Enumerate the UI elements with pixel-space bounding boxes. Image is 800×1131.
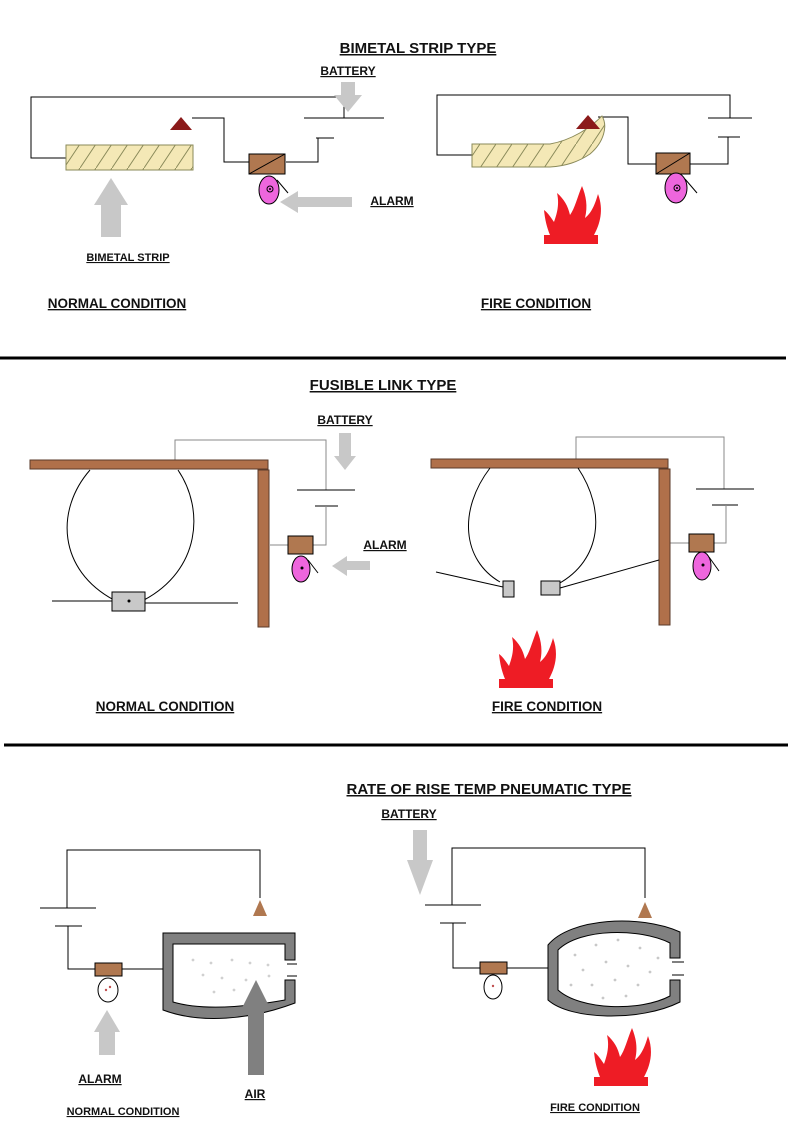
bell-hammer [708, 556, 720, 572]
alarm-arrow-icon [280, 191, 352, 213]
wire [436, 94, 731, 156]
wire [286, 138, 319, 163]
contact-triangle [170, 117, 192, 130]
spring-left [66, 469, 115, 601]
broken-link-right [540, 580, 561, 596]
bimetal-strip-label: BIMETAL STRIP [86, 252, 169, 264]
wire [559, 559, 660, 589]
bimetal-alarm-label: ALARM [370, 194, 413, 208]
relay-box [287, 535, 314, 555]
flame-icon [499, 630, 556, 688]
air-particles [569, 938, 660, 1000]
ceiling-beam [29, 459, 269, 470]
bell-hammer [684, 178, 698, 194]
spring-right [143, 469, 195, 601]
air-arrow-icon [242, 980, 270, 1075]
wire [435, 571, 504, 588]
relay-diagonal [248, 153, 286, 175]
alarm-arrow-icon [94, 1010, 120, 1055]
wire [192, 117, 249, 163]
contact-triangle [253, 900, 267, 916]
flame-icon [594, 1028, 651, 1086]
pneumatic-normal-label: NORMAL CONDITION [67, 1106, 180, 1118]
wire [713, 505, 727, 544]
bimetal-fire-circuit [436, 94, 752, 244]
bimetal-fire-label: FIRE CONDITION [481, 296, 591, 311]
spring-left [468, 467, 501, 583]
bell-clapper [266, 185, 274, 193]
spring-right [557, 467, 597, 585]
battery-arrow-icon [407, 830, 433, 895]
air-chamber [162, 932, 296, 1019]
wire [174, 439, 327, 490]
battery-arrow-icon [334, 82, 362, 112]
contact-triangle [576, 115, 600, 129]
fusible-normal-assembly [29, 433, 370, 628]
bell-hammer [276, 179, 289, 194]
bimetal-strip-hatch [66, 145, 193, 170]
fusible-normal-label: NORMAL CONDITION [96, 699, 235, 714]
wire [690, 137, 729, 165]
wire [598, 116, 656, 165]
pneumatic-fire-assembly [407, 830, 684, 1086]
fusible-fire-label: FIRE CONDITION [492, 699, 602, 714]
wall-beam [658, 468, 671, 626]
wall-beam [257, 469, 270, 628]
bimetal-normal-circuit [30, 82, 384, 237]
pneumatic-battery-label: BATTERY [381, 807, 436, 821]
wire [451, 847, 646, 905]
pneumatic-normal-assembly [40, 849, 297, 1075]
strip-arrow-icon [94, 178, 128, 237]
expanded-air-chamber [547, 920, 681, 1017]
relay-box [688, 533, 715, 553]
pneumatic-fire-label: FIRE CONDITION [550, 1102, 640, 1114]
broken-link-left [502, 580, 515, 598]
contact-triangle [638, 902, 652, 918]
bell-hammer [307, 559, 319, 574]
fusible-title: FUSIBLE LINK TYPE [310, 377, 457, 394]
fusible-fire-assembly [430, 436, 754, 688]
bimetal-normal-label: NORMAL CONDITION [48, 296, 187, 311]
relay-box [94, 962, 123, 977]
pneumatic-air-label: AIR [245, 1087, 266, 1101]
relay-diagonal [655, 152, 691, 175]
bimetal-title: BIMETAL STRIP TYPE [340, 40, 497, 57]
flame-icon [544, 186, 601, 244]
alarm-arrow-icon [332, 556, 370, 576]
wire [575, 436, 725, 489]
ceiling-beam [430, 458, 669, 469]
relay-box [479, 961, 508, 975]
wire [67, 926, 95, 970]
wire [66, 849, 261, 908]
wire [452, 923, 480, 969]
alarm-bell-icon [97, 977, 119, 1003]
fusible-alarm-label: ALARM [363, 538, 406, 552]
pneumatic-title: RATE OF RISE TEMP PNEUMATIC TYPE [346, 781, 631, 798]
battery-arrow-icon [334, 433, 356, 470]
alarm-bell-icon [258, 175, 280, 205]
bimetal-battery-label: BATTERY [320, 64, 375, 78]
bent-strip-hatch [472, 116, 605, 167]
pneumatic-alarm-label: ALARM [78, 1072, 121, 1086]
fusible-battery-label: BATTERY [317, 413, 372, 427]
wire [313, 506, 327, 546]
